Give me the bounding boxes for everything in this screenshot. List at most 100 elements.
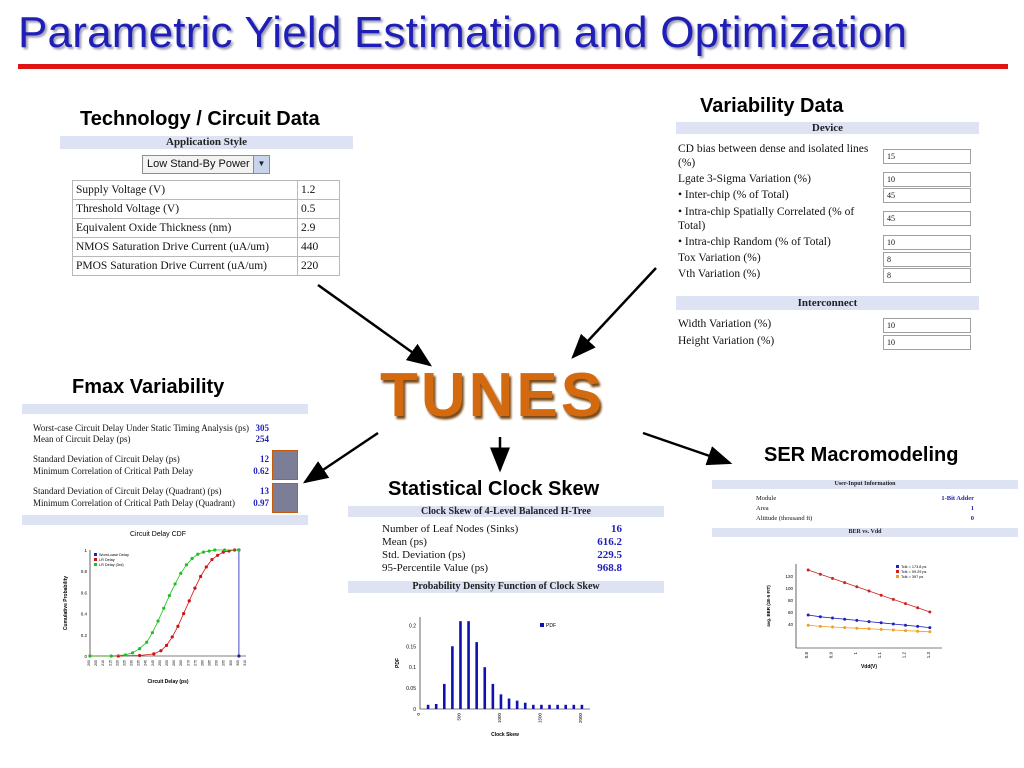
arrow-tech-to-tunes [317,283,433,367]
inter-input[interactable]: 45 [883,188,971,203]
ber-point [904,623,907,627]
tox-input[interactable]: 8 [883,252,971,267]
ber-x-tick: 1.2 [902,652,907,659]
ber-y-tick: 60 [788,610,794,615]
vth-input[interactable]: 8 [883,268,971,283]
cdf-x-tick: 295 [222,660,226,666]
clock-row-value: 16 [611,523,622,535]
ber-point [843,626,847,630]
ber-y-tick: 40 [788,622,794,627]
vth-label: Vth Variation (%) [678,268,761,280]
fmax-mincorr-label: Minimum Correlation of Critical Path Del… [33,466,194,476]
cdf-point [130,651,135,655]
pdf-bar [532,704,535,709]
ber-point [916,606,920,610]
pdf-x-label: Clock Skew [491,732,519,738]
ser-heading: SER Macromodeling [764,444,959,466]
fmax-heatmap-icon[interactable] [272,450,298,480]
pdf-bar [548,704,551,709]
inter-label: • Inter-chip (% of Total) [678,189,789,201]
chevron-down-icon[interactable]: ▼ [253,156,269,173]
cdf-x-tick: 280 [200,660,204,666]
cdf-point [223,548,227,552]
lgate-input[interactable]: 10 [883,172,971,187]
interconnect-bar: Interconnect [676,296,979,310]
pdf-y-tick: 0.05 [406,686,416,692]
ber-point [831,616,834,620]
cdf-point [182,612,186,616]
cdf-y-tick: 0.2 [81,633,88,638]
pdf-bar [459,621,462,709]
height-input[interactable]: 10 [883,335,971,350]
ser-row-value: 0 [970,515,974,522]
ber-legend-label: Tclk = 397 ps [901,575,923,579]
clock-row-value: 968.8 [597,562,622,574]
variability-heading: Variability Data [700,95,844,117]
title-rule [18,64,1008,69]
cdf-x-tick: 250 [158,660,162,666]
clock-row-label: Number of Leaf Nodes (Sinks) [382,523,519,535]
clock-table: Number of Leaf Nodes (Sinks)16 Mean (ps)… [382,523,622,575]
table-row: Std. Deviation (ps)229.5 [382,549,622,562]
tech-value[interactable]: 220 [297,256,340,276]
ber-y-tick: 100 [785,586,793,591]
fmax-std-value: 12 [260,454,269,464]
cdf-x-tick: 270 [186,660,190,666]
ber-point [879,593,883,597]
cdf-x-tick: 215 [108,660,112,666]
pdf-bar [507,698,511,709]
ber-point [831,625,834,629]
device-bar: Device [676,122,979,134]
tech-value[interactable]: 440 [297,237,340,257]
cdf-x-tick: 305 [236,660,240,666]
fmax-heatmap-quadrant-icon[interactable] [272,483,298,513]
pdf-x-tick: 0 [416,713,421,716]
cd-label: CD bias between dense and isolated lines… [678,143,869,169]
width-input[interactable]: 10 [883,318,971,333]
cdf-point [138,646,142,651]
cdf-legend-swatch [94,558,97,561]
ber-point [818,624,822,628]
ber-point [891,597,895,601]
clock-row-label: Std. Deviation (ps) [382,549,466,561]
arrow-variability-to-tunes [571,267,657,359]
cdf-x-tick: 275 [193,660,197,666]
ser-row-label: Module [756,495,777,502]
ber-point [818,572,822,576]
pdf-y-label: PDF [395,658,401,668]
pdf-bar [483,667,487,709]
fmax-wc-label: Worst-case Circuit Delay Under Static Ti… [33,423,249,433]
app-style-select[interactable]: Low Stand-By Power ▼ [142,155,270,174]
height-label: Height Variation (%) [678,335,775,347]
cdf-x-label: Circuit Delay (ps) [147,679,188,685]
pdf-bar [451,646,454,709]
slide-title: Parametric Yield Estimation and Optimiza… [18,8,908,57]
ber-point [843,581,847,585]
cdf-x-tick: 245 [151,660,155,666]
tech-label: PMOS Saturation Drive Current (uA/um) [72,256,298,276]
tech-value[interactable]: 1.2 [297,180,340,200]
cdf-point [156,619,160,623]
cd-input[interactable]: 15 [883,149,971,164]
ber-point [928,610,932,614]
cdf-x-tick: 210 [101,660,105,666]
cdf-x-tick: 240 [144,660,148,666]
ser-row-value: 1 [970,505,974,512]
ser-input-bar: User-Input Information [712,480,1018,489]
ber-point [928,626,932,630]
pdf-legend-label: PDF [546,623,556,629]
pdf-y-tick: 0 [413,707,416,713]
intra-r-input[interactable]: 10 [883,235,971,250]
table-row: Equivalent Oxide Thickness (nm)2.9 [72,218,340,238]
cdf-point [199,574,203,579]
cdf-y-tick: 1 [84,548,87,553]
intra-sc-input[interactable]: 45 [883,211,971,226]
cdf-point [216,553,220,557]
fmax-mincorr-value: 0.62 [253,466,269,476]
ber-y-label: avg. BER (1E-5 FIT) [766,585,771,627]
